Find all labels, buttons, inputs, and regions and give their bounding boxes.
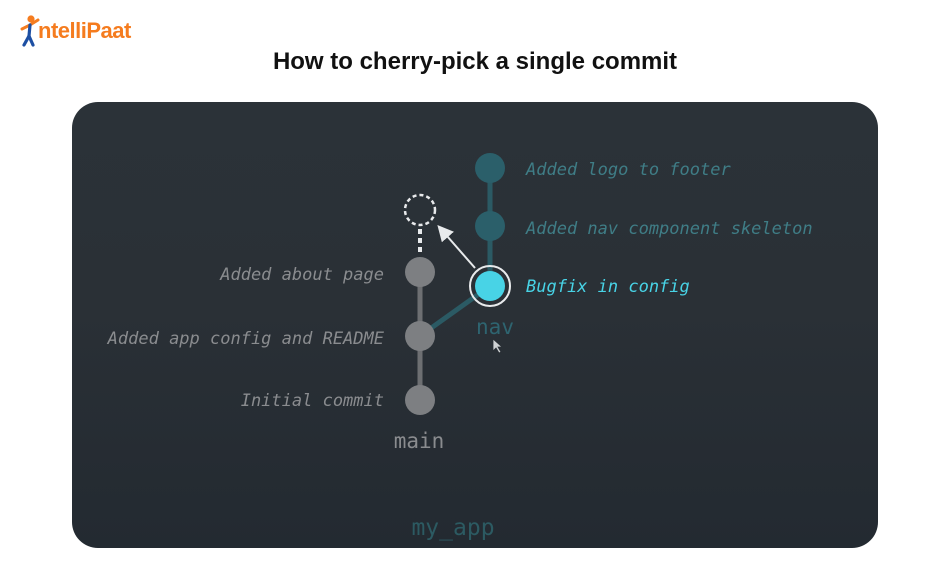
logo-text: ntelliPaat xyxy=(38,18,131,43)
bugfix-commit-node[interactable] xyxy=(475,271,505,301)
selected-commit-ring xyxy=(469,265,511,307)
nav-commit-node xyxy=(475,153,505,183)
nav-commit-node xyxy=(475,211,505,241)
cherry-pick-target-node xyxy=(403,193,437,227)
page-title: How to cherry-pick a single commit xyxy=(272,48,678,75)
main-commit-node xyxy=(405,385,435,415)
main-commit-message: Added app config and README xyxy=(107,329,385,349)
main-commit-message: Added about page xyxy=(219,265,384,285)
cherry-pick-arrow xyxy=(437,224,476,269)
main-branch-label: main xyxy=(394,429,445,453)
main-commit-node xyxy=(405,321,435,351)
repo-label: my_app xyxy=(411,515,494,541)
nav-commit-message: Added nav component skeleton xyxy=(525,219,813,239)
git-graph: Added logo to footer Added nav component… xyxy=(107,153,813,541)
main-commit-node xyxy=(405,257,435,287)
nav-branch-label: nav xyxy=(476,315,514,339)
nav-commit-message: Added logo to footer xyxy=(525,160,731,180)
logo-figure-icon xyxy=(20,15,40,47)
intellipaat-logo: ntelliPaat xyxy=(18,14,131,48)
mouse-cursor-icon xyxy=(492,338,504,354)
nav-commit-message-highlighted: Bugfix in config xyxy=(526,277,690,297)
main-commit-message: Initial commit xyxy=(241,391,384,411)
git-diagram-panel: Added logo to footer Added nav component… xyxy=(72,102,878,548)
